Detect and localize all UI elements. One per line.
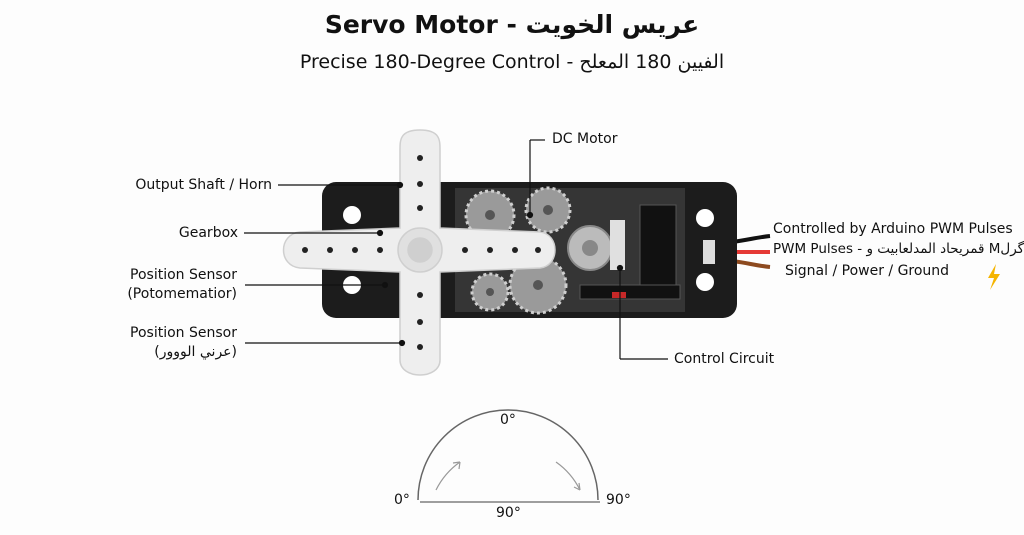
label-position-sensor: Position Sensor (Potomematior)	[60, 266, 237, 304]
page-subtitle: Precise 180-Degree Control - الفيين 180 …	[299, 51, 725, 73]
mount-hole	[343, 206, 361, 224]
angle-top: 0°	[500, 412, 516, 428]
label-position-sensor-2-title: Position Sensor	[130, 325, 237, 341]
label-gearbox: Gearbox	[178, 225, 238, 241]
rotation-arc	[417, 409, 600, 503]
lightning-bolt-icon	[988, 264, 1000, 290]
angle-right: 90°	[606, 492, 631, 508]
angle-left: 0°	[394, 492, 410, 508]
label-wires-pins: Signal / Power / Ground	[785, 263, 950, 279]
label-wires-pwm: PWM Pulses - قمريحاد المدلعابيت و Mگرل	[773, 241, 1024, 257]
label-wires-arduino: Controlled by Arduino PWM Pulses	[773, 221, 1013, 237]
label-dc-motor: DC Motor	[552, 131, 618, 147]
control-circuit-board	[639, 204, 677, 288]
label-position-sensor-title: Position Sensor	[130, 267, 237, 283]
label-position-sensor-2-sub: (عرني الووور)	[154, 344, 237, 360]
label-position-sensor-2: Position Sensor (عرني الووور)	[60, 324, 237, 362]
label-position-sensor-sub: (Potomematior)	[127, 286, 237, 302]
mount-hole	[696, 209, 714, 227]
leader-lines	[244, 139, 668, 360]
label-output-shaft: Output Shaft / Horn	[135, 177, 272, 193]
connector	[703, 240, 715, 264]
label-control-circuit: Control Circuit	[674, 351, 775, 367]
angle-bottom: 90°	[496, 505, 521, 521]
page-title: Servo Motor - عريس الخويت	[324, 10, 700, 39]
mount-hole	[696, 273, 714, 291]
output-horn	[282, 129, 556, 376]
horn-holes	[302, 155, 541, 350]
